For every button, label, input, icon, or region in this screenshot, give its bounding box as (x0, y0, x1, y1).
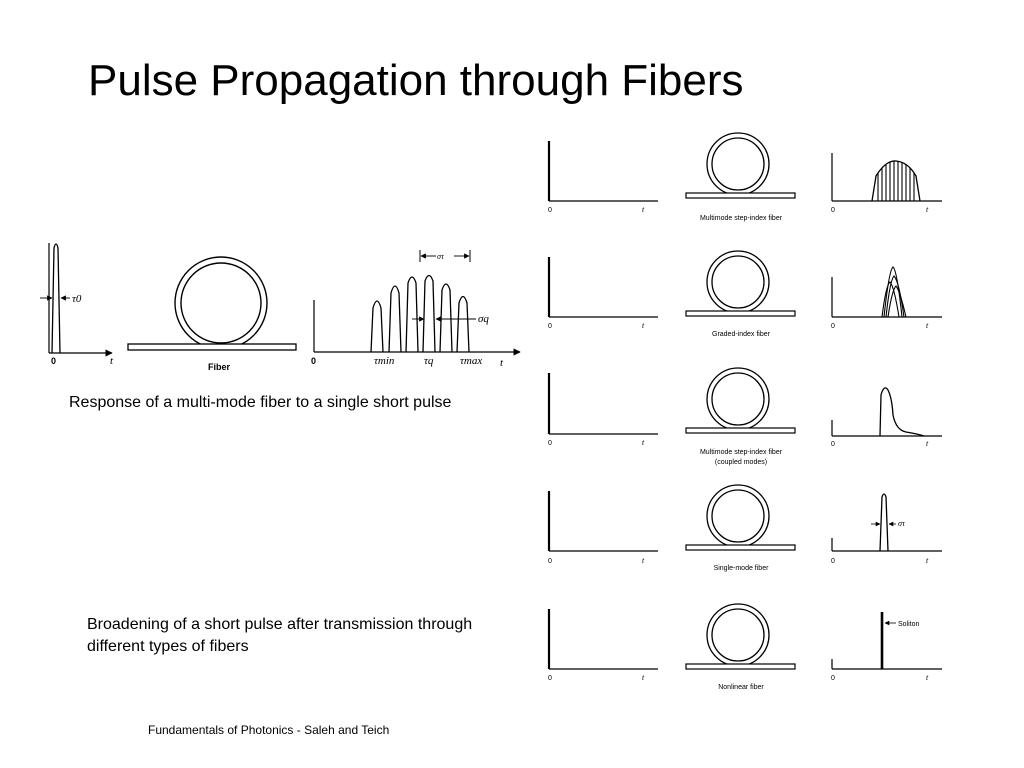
fiber-types-grid: 0 t Multimode step-index fiber 0 t 0 (547, 132, 942, 691)
input-pulse (51, 243, 61, 354)
input-pulse-plot: τ0 0 t (40, 243, 114, 367)
svg-text:0: 0 (831, 207, 835, 214)
svg-text:t: t (642, 205, 645, 214)
tau-q-label: τq (424, 355, 434, 367)
q-spread-label: σq (478, 313, 489, 325)
fiber-loop-icon (706, 484, 770, 548)
svg-text:0: 0 (548, 323, 552, 330)
footer-credit: Fundamentals of Photonics - Saleh and Te… (148, 723, 390, 737)
output-skewed-pulse (879, 387, 925, 437)
svg-text:0: 0 (548, 207, 552, 214)
fiber-type-label: Graded-index fiber (712, 331, 771, 338)
tau-min-label: τmin (374, 355, 395, 367)
fiber-label: Fiber (208, 362, 231, 372)
fiber-type-sublabel: (coupled modes) (715, 459, 767, 466)
axis-origin-label: 0 (51, 356, 56, 366)
svg-text:0: 0 (831, 441, 835, 448)
caption-multimode-response: Response of a multi-mode fiber to a sing… (69, 394, 452, 411)
fiber-type-label: Nonlinear fiber (718, 684, 764, 691)
tau-max-label: τmax (460, 355, 482, 367)
svg-text:0: 0 (831, 675, 835, 682)
output-pulse-envelope (871, 160, 921, 202)
output-narrow-pulse (879, 493, 889, 552)
fiber-loop-icon (706, 603, 770, 667)
output-pulses-plot: στ σq 0 τmin τq τmax t (311, 250, 521, 369)
output-origin-label: 0 (311, 356, 316, 366)
svg-text:0: 0 (548, 675, 552, 682)
svg-text:t: t (926, 439, 929, 448)
svg-text:t: t (642, 673, 645, 682)
axis-t-label: t (110, 355, 114, 367)
svg-text:0: 0 (831, 558, 835, 565)
input-width-label: τ0 (72, 293, 82, 305)
svg-text:t: t (926, 673, 929, 682)
svg-text:t: t (926, 205, 929, 214)
svg-text:t: t (642, 321, 645, 330)
fiber-loop-icon (706, 250, 770, 314)
fiber-type-label: Multimode step-index fiber (700, 449, 783, 456)
svg-text:t: t (926, 556, 929, 565)
fiber-type-label: Multimode step-index fiber (700, 215, 783, 222)
fiber-type-label: Single-mode fiber (714, 565, 770, 572)
row-single-mode: 0 t Single-mode fiber στ 0 t (547, 484, 942, 572)
svg-text:0: 0 (548, 440, 552, 447)
fiber-loop-icon (706, 367, 770, 431)
spread-label: στ (437, 252, 445, 261)
slide-title: Pulse Propagation through Fibers (88, 56, 744, 105)
caption-pulse-broadening: Broadening of a short pulse after transm… (87, 616, 473, 655)
row-multimode-step-index: 0 t Multimode step-index fiber 0 t (547, 132, 942, 222)
fiber-loop-icon (706, 132, 770, 196)
row-multimode-coupled: 0 t Multimode step-index fiber (coupled … (547, 367, 942, 466)
svg-text:t: t (642, 556, 645, 565)
main-multimode-figure: τ0 0 t Fiber στ (40, 243, 521, 372)
output-t-label: t (500, 357, 504, 369)
row-graded-index: 0 t Graded-index fiber 0 t (547, 250, 942, 338)
fiber-loop-icon: Fiber (127, 256, 297, 372)
single-mode-spread-label: στ (898, 519, 906, 528)
output-overlapped-pulses (881, 266, 907, 318)
row-nonlinear: 0 t Nonlinear fiber Soliton 0 t (547, 603, 942, 691)
svg-text:0: 0 (831, 323, 835, 330)
svg-text:t: t (926, 321, 929, 330)
svg-text:t: t (642, 438, 645, 447)
svg-text:0: 0 (548, 558, 552, 565)
soliton-label: Soliton (898, 621, 920, 628)
